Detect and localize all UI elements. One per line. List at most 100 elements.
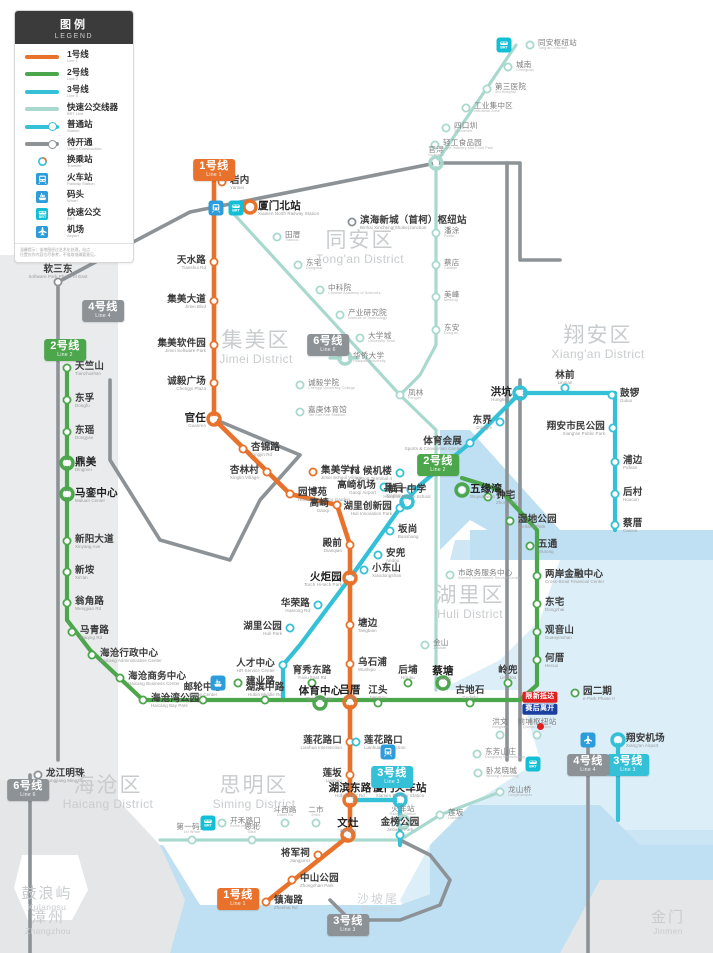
station-marker[interactable] [512, 385, 528, 401]
station-marker[interactable] [247, 835, 257, 845]
station-marker[interactable] [278, 660, 288, 670]
station-marker[interactable] [392, 792, 408, 808]
station-marker[interactable] [345, 540, 355, 550]
station-marker[interactable] [532, 571, 542, 581]
station-marker[interactable] [115, 673, 125, 683]
station-marker[interactable] [59, 486, 75, 502]
station-marker[interactable] [379, 482, 389, 492]
station-marker[interactable] [431, 260, 441, 270]
station-marker[interactable] [33, 770, 43, 780]
station-marker[interactable] [347, 217, 357, 227]
station-marker[interactable] [473, 768, 483, 778]
station-marker[interactable] [209, 257, 219, 267]
station-marker[interactable] [431, 292, 441, 302]
station-marker[interactable] [238, 444, 248, 454]
brt-icon[interactable]: BRT [496, 37, 512, 53]
station-marker[interactable] [355, 333, 365, 343]
station-marker[interactable] [610, 732, 626, 748]
station-marker[interactable] [62, 395, 72, 405]
station-marker[interactable] [525, 541, 535, 551]
station-marker[interactable] [483, 492, 493, 502]
brt-icon[interactable]: BRT [200, 815, 216, 831]
station-marker[interactable] [435, 675, 451, 691]
station-marker[interactable] [532, 627, 542, 637]
station-marker[interactable] [67, 627, 77, 637]
station-marker[interactable] [454, 482, 470, 498]
station-marker[interactable] [430, 140, 440, 150]
station-marker[interactable] [59, 455, 75, 471]
station-marker[interactable] [607, 390, 617, 400]
station-marker[interactable] [465, 698, 475, 708]
station-marker[interactable] [62, 536, 72, 546]
station-marker[interactable] [242, 199, 258, 215]
station-marker[interactable] [465, 438, 475, 448]
station-marker[interactable] [385, 526, 395, 536]
ship-icon[interactable] [210, 675, 226, 691]
station-marker[interactable] [295, 380, 305, 390]
station-marker[interactable] [431, 325, 441, 335]
station-marker[interactable] [495, 730, 505, 740]
station-marker[interactable] [287, 875, 297, 885]
station-marker[interactable] [311, 818, 321, 828]
brt-icon[interactable]: BRT [228, 200, 244, 216]
station-marker[interactable] [610, 520, 620, 530]
station-marker[interactable] [461, 103, 471, 113]
station-marker[interactable] [505, 516, 515, 526]
station-marker[interactable] [62, 363, 72, 373]
station-marker[interactable] [532, 655, 542, 665]
station-marker[interactable] [87, 650, 97, 660]
station-marker[interactable] [313, 850, 323, 860]
station-marker[interactable] [307, 678, 317, 688]
station-marker[interactable] [570, 688, 580, 698]
station-marker[interactable] [260, 695, 270, 705]
station-marker[interactable] [610, 489, 620, 499]
station-marker[interactable] [406, 485, 416, 495]
station-marker[interactable] [503, 678, 513, 688]
station-marker[interactable] [435, 810, 445, 820]
station-marker[interactable] [373, 698, 383, 708]
station-marker[interactable] [295, 407, 305, 417]
station-marker[interactable] [342, 694, 358, 710]
station-marker[interactable] [532, 730, 542, 740]
station-marker[interactable] [608, 423, 618, 433]
station-marker[interactable] [495, 417, 505, 427]
station-marker[interactable] [359, 565, 369, 575]
station-marker[interactable] [62, 427, 72, 437]
station-marker[interactable] [62, 567, 72, 577]
station-marker[interactable] [217, 818, 227, 828]
station-marker[interactable] [53, 277, 63, 287]
station-marker[interactable] [395, 390, 405, 400]
station-marker[interactable] [280, 818, 290, 828]
station-marker[interactable] [610, 457, 620, 467]
station-marker[interactable] [532, 599, 542, 609]
station-marker[interactable] [293, 260, 303, 270]
station-marker[interactable] [138, 695, 148, 705]
station-marker[interactable] [209, 296, 219, 306]
station-marker[interactable] [262, 467, 272, 477]
station-marker[interactable] [315, 285, 325, 295]
station-marker[interactable] [313, 600, 323, 610]
station-marker[interactable] [351, 737, 361, 747]
station-marker[interactable] [560, 383, 570, 393]
brt-icon[interactable]: BRT [525, 756, 541, 772]
station-marker[interactable] [428, 155, 444, 171]
station-marker[interactable] [209, 378, 219, 388]
station-marker[interactable] [342, 570, 358, 586]
station-marker[interactable] [285, 489, 295, 499]
station-marker[interactable] [373, 550, 383, 560]
station-marker[interactable] [308, 467, 318, 477]
train-icon[interactable] [380, 744, 396, 760]
station-marker[interactable] [261, 897, 271, 907]
station-marker[interactable] [335, 310, 345, 320]
station-marker[interactable] [272, 232, 282, 242]
